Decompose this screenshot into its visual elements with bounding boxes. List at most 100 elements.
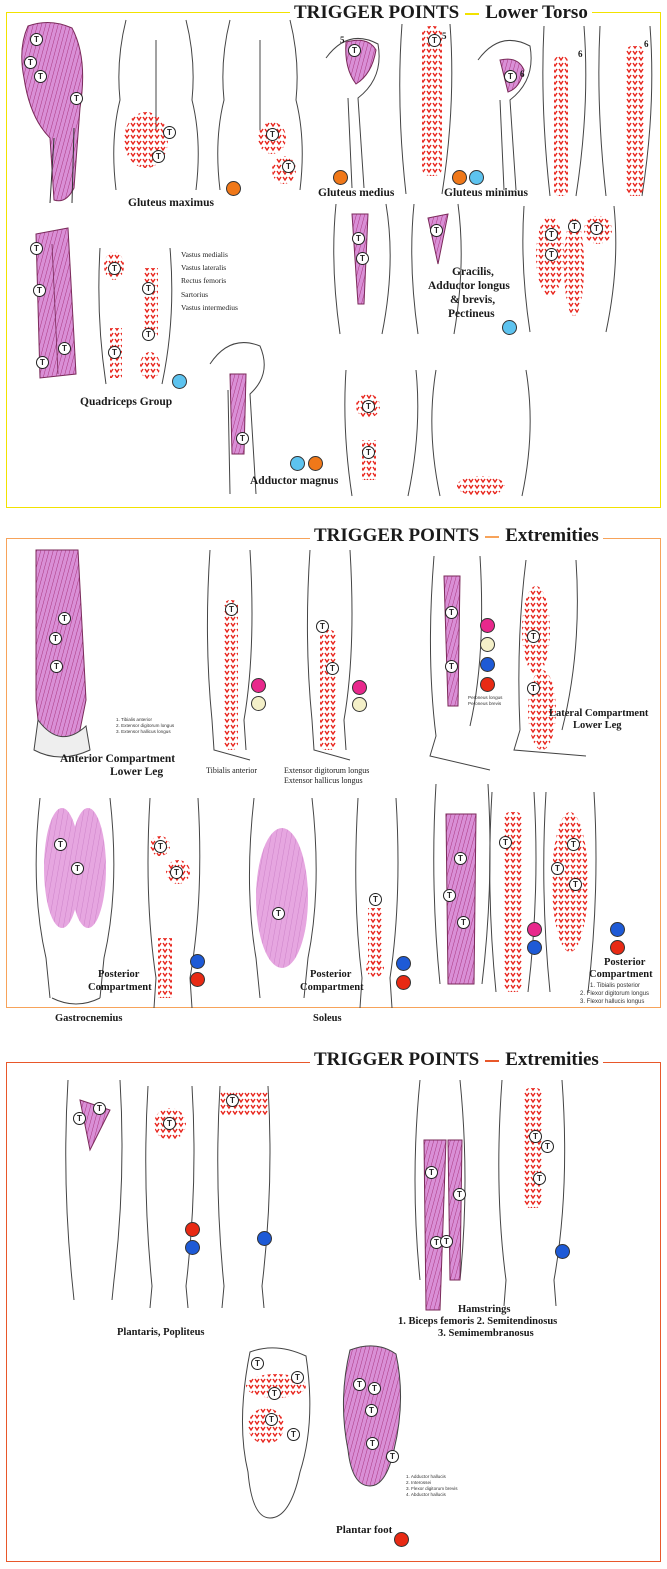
trigger-point-marker: T (108, 262, 121, 275)
color-dot-red (394, 1532, 409, 1547)
trigger-point-marker: T (30, 33, 43, 46)
quad-muscle-name: Vastus medialis (181, 250, 228, 259)
trigger-point-marker: T (142, 328, 155, 341)
label-hamstrings: Hamstrings (458, 1304, 511, 1315)
knee-figure-plantaris (65, 1079, 123, 1301)
label-gracilis-line4: Pectineus (448, 308, 495, 320)
trigger-point-marker: T (545, 248, 558, 261)
ant-legend-item: 3. Extensor hallicus longus (116, 729, 171, 734)
ant-legend-item: 1. Tibialis anterior (116, 717, 153, 722)
label-plantaris-popliteus: Plantaris, Popliteus (117, 1327, 205, 1338)
color-dot-lightblue (502, 320, 517, 335)
trigger-point-marker: T (567, 838, 580, 851)
trigger-point-marker: T (58, 612, 71, 625)
post-legend-item: 2. Flexor digitorum longus (580, 991, 650, 997)
number-label: 6 (520, 69, 525, 79)
trigger-point-marker: T (24, 56, 37, 69)
quad-muscle-name: Vastus lateralis (181, 263, 227, 272)
label-posterior-compartment-a2: Compartment (88, 982, 152, 993)
label-plantar-foot: Plantar foot (336, 1524, 393, 1536)
trigger-point-marker: T (428, 34, 441, 47)
trigger-point-marker: T (326, 662, 339, 675)
trigger-point-marker: T (533, 1172, 546, 1185)
color-dot-red (396, 975, 411, 990)
trigger-point-marker: T (170, 866, 183, 879)
trigger-point-marker: T (251, 1357, 264, 1370)
label-extensor-digitorum: Extensor digitorum longus (284, 766, 370, 775)
knee-figure-popliteus-pain (217, 1085, 271, 1309)
trigger-point-marker: T (54, 838, 67, 851)
trigger-point-marker: T (268, 1387, 281, 1400)
label-anterior-compartment-2: Lower Leg (110, 766, 164, 778)
trigger-point-marker: T (386, 1450, 399, 1463)
trigger-point-marker: T (499, 836, 512, 849)
trigger-point-marker: T (365, 1404, 378, 1417)
thigh-figure-quadriceps (35, 227, 77, 379)
color-dot-red (185, 1222, 200, 1237)
label-gracilis-line2: Adductor longus (428, 280, 510, 292)
trigger-point-marker: T (142, 282, 155, 295)
color-dot-blue (396, 956, 411, 971)
color-dot-blue (185, 1240, 200, 1255)
thigh-figure-hamstrings (414, 1079, 466, 1311)
trigger-point-marker: T (58, 342, 71, 355)
trigger-point-marker: T (348, 44, 361, 57)
trigger-point-marker: T (108, 346, 121, 359)
back-figure-1 (113, 19, 199, 191)
quad-muscle-name: Rectus femoris (181, 276, 227, 285)
trigger-point-marker: T (425, 1166, 438, 1179)
plantar-legend-item: 3. Flexor digitorum brevis (406, 1486, 458, 1491)
trigger-point-marker: T (50, 660, 63, 673)
back-figure-2 (217, 19, 303, 191)
ant-legend-item: 2. Extensor digitorum longus (116, 723, 175, 728)
trigger-point-marker: T (93, 1102, 106, 1115)
trigger-point-marker: T (163, 1117, 176, 1130)
color-dot-cream (352, 697, 367, 712)
trigger-point-marker: T (445, 660, 458, 673)
leg-figure-posterior-muscles (433, 783, 491, 985)
trigger-point-marker: T (430, 224, 443, 237)
label-gluteus-medius: Gluteus medius (318, 187, 395, 199)
color-dot-red (610, 940, 625, 955)
trigger-point-marker: T (70, 92, 83, 105)
trigger-point-marker: T (369, 893, 382, 906)
label-posterior-compartment-c2: Compartment (589, 969, 653, 980)
trigger-point-marker: T (236, 432, 249, 445)
leg-figure-medius-pain (399, 23, 453, 195)
leg-figure-anterior-muscles (33, 549, 91, 758)
trigger-point-marker: T (430, 1236, 443, 1249)
trigger-point-marker: T (352, 232, 365, 245)
quad-muscle-name: Sartorius (181, 290, 209, 299)
color-dot-lightblue (172, 374, 187, 389)
trigger-point-marker: T (527, 630, 540, 643)
plantar-legend-item: 2. Interossei (406, 1480, 432, 1485)
trigger-point-marker: T (34, 70, 47, 83)
panel-extremities-1 (6, 538, 661, 1008)
panel1-title-main: TRIGGER POINTS (294, 2, 460, 23)
color-dot-blue (527, 940, 542, 955)
trigger-point-marker: T (33, 284, 46, 297)
panel1-title-dash (465, 12, 480, 15)
quad-muscle-name: Vastus intermedius (181, 303, 238, 312)
trigger-point-marker: T (454, 852, 467, 865)
color-dot-blue (555, 1244, 570, 1259)
trigger-point-marker: T (226, 1094, 239, 1107)
color-dot-magenta (352, 680, 367, 695)
trigger-point-marker: T (266, 128, 279, 141)
color-dot-orange (452, 170, 467, 185)
trigger-point-marker: T (265, 1413, 278, 1426)
trigger-point-marker: T (569, 878, 582, 891)
trigger-point-marker: T (163, 126, 176, 139)
trigger-point-marker: T (154, 840, 167, 853)
color-dot-red (190, 972, 205, 987)
trigger-point-marker: T (568, 220, 581, 233)
label-extensor-hallicus: Extensor hallicus longus (284, 776, 363, 785)
label-posterior-compartment-a1: Posterior (98, 969, 140, 980)
calf-figure-soleus-pain (355, 797, 399, 1009)
trigger-point-marker: T (287, 1428, 300, 1441)
trigger-point-marker: T (152, 150, 165, 163)
panel2-title-main: TRIGGER POINTS (314, 525, 480, 546)
color-dot-red (480, 677, 495, 692)
number-label: 5 (442, 31, 447, 41)
